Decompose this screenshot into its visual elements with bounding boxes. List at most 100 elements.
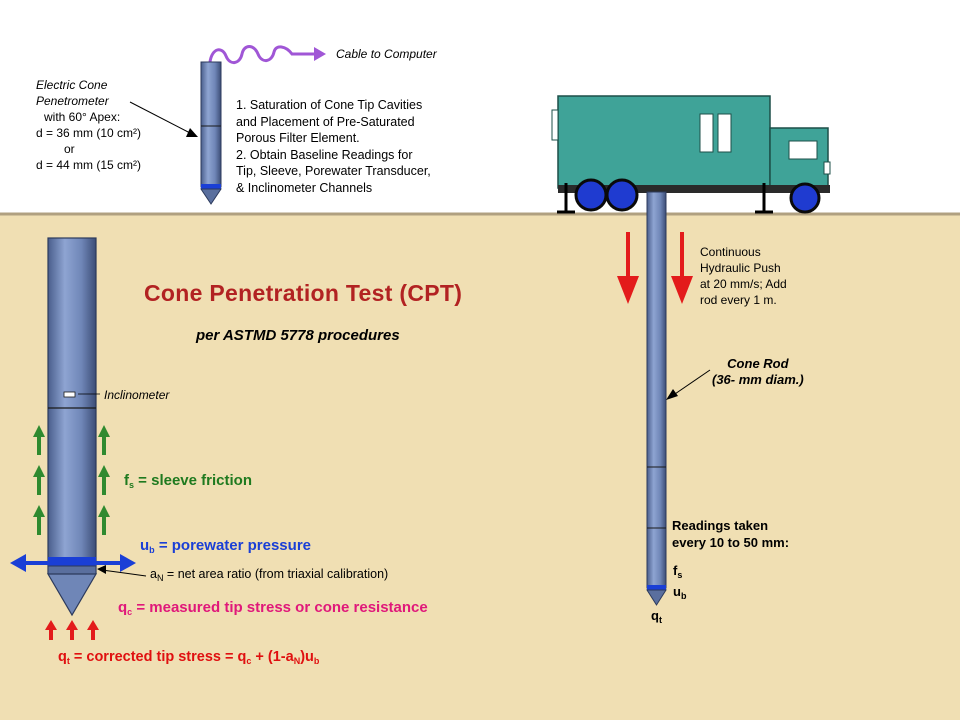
push-line-2: Hydraulic Push (700, 261, 781, 275)
rod-label-leader (671, 369, 711, 397)
fs-arrow-right-1 (98, 425, 110, 455)
push-line-3: at 20 mm/s; Add (700, 277, 787, 291)
corrected-tip-stress-label: qt = corrected tip stress = qc + (1-aN)u… (58, 649, 319, 666)
step-line-5: Tip, Sleeve, Porewater Transducer, (236, 164, 431, 178)
fs-text: = sleeve friction (134, 472, 252, 489)
readings-qt-sub: t (658, 615, 662, 625)
fs-symbol: f (124, 472, 129, 489)
truck-bumper (823, 161, 831, 175)
diagram-subtitle: per ASTMD 5778 procedures (196, 327, 400, 344)
net-area-ratio-label: aN = net area ratio (from triaxial calib… (150, 567, 388, 583)
ub-text: = porewater pressure (154, 537, 311, 554)
qt-symbol: q (58, 649, 67, 665)
fs-arrow-right-2 (98, 465, 110, 495)
truck-cab-window (788, 140, 818, 160)
measured-tip-stress-label: qc = measured tip stress or cone resista… (118, 599, 428, 617)
truck-body (557, 95, 771, 189)
an-symbol: a (150, 567, 157, 581)
readings-ub: ub (673, 584, 686, 601)
truck-chassis (558, 185, 830, 193)
electric-cone-line-2: Penetrometer (36, 94, 109, 108)
electric-cone-line-1: Electric Cone (36, 78, 108, 92)
qt-sub-3: N (293, 656, 301, 666)
electric-cone-line-4: d = 36 mm (10 cm²) (36, 126, 142, 140)
electric-cone-line-3: with 60° Apex: (44, 110, 121, 124)
sleeve-friction-arrows (33, 425, 110, 535)
small-cone-tip (200, 188, 222, 205)
fs-arrow-left-3 (33, 505, 45, 535)
truck-door-window-left (699, 113, 714, 153)
qt-arrow-3 (87, 620, 99, 640)
big-cone-tip (46, 573, 98, 617)
ub-arrow-head-left (10, 554, 26, 572)
fs-arrow-left-1 (33, 425, 45, 455)
fs-sub: s (129, 480, 135, 490)
push-line-1: Continuous (700, 245, 761, 259)
diagram-title: Cone Penetration Test (CPT) (144, 280, 463, 306)
electric-cone-label: Electric Cone Penetrometer with 60° Apex… (36, 77, 141, 173)
inclinometer-marker (63, 391, 76, 398)
qt-sub-2: c (246, 656, 252, 666)
tip-stress-arrows (45, 620, 99, 640)
fs-arrow-right-3 (98, 505, 110, 535)
readings-ub-symbol: u (673, 584, 681, 599)
qc-sub: c (127, 607, 133, 617)
ub-arrow-head-right (120, 554, 136, 572)
ub-sub: b (149, 545, 155, 555)
truck-wheel-1 (574, 178, 608, 212)
big-cone-shoulder (47, 565, 97, 575)
qt-arrow-2 (66, 620, 78, 640)
readings-fs: fs (673, 563, 682, 580)
rod-label-leader-head (666, 389, 678, 400)
readings-label: Readings taken every 10 to 50 mm: (672, 517, 789, 551)
cone-rod-tip (646, 589, 667, 606)
inclinometer-label: Inclinometer (104, 388, 170, 402)
truck-door-window-right (717, 113, 732, 153)
cable-label: Cable to Computer (336, 47, 437, 61)
step-line-6: & Inclinometer Channels (236, 180, 373, 195)
electric-cone-line-5: or (64, 142, 75, 156)
readings-qt: qt (651, 608, 662, 625)
cable-to-computer (208, 45, 316, 64)
readings-fs-symbol: f (673, 563, 678, 578)
push-line-4: rod every 1 m. (700, 293, 777, 307)
soil-ground (0, 214, 960, 720)
cpt-truck (551, 95, 831, 214)
ub-symbol: u (140, 537, 150, 554)
cone-rod-filter (647, 585, 666, 590)
readings-ub-sub: b (680, 591, 687, 601)
porewater-label: ub = porewater pressure (140, 537, 311, 555)
cone-rod-label: Cone Rod (36- mm diam.) (712, 356, 804, 388)
step-line-1: 1. Saturation of Cone Tip Cavities (236, 98, 423, 112)
cable-arrowhead (314, 47, 326, 61)
cone-rod-line-1: Cone Rod (727, 356, 789, 371)
an-leader (101, 569, 147, 577)
step-line-2: and Placement of Pre-Saturated (236, 114, 415, 129)
truck-wheel-3 (789, 182, 821, 214)
qt-text-3: )u (300, 649, 314, 665)
an-sub: N (156, 573, 164, 583)
push-arrow-left-head (617, 276, 639, 304)
an-leader-head (97, 565, 106, 574)
cone-rod-line-2: (36- mm diam.) (712, 372, 804, 387)
cone-rod (646, 191, 667, 589)
qt-text-1: = corrected tip stress = q (69, 649, 247, 665)
procedure-steps: 1. Saturation of Cone Tip Cavities and P… (236, 97, 431, 196)
qt-sub-4: b (313, 656, 320, 666)
truck-mirror (551, 109, 559, 141)
sleeve-friction-label: fs = sleeve friction (124, 472, 252, 490)
push-label: Continuous Hydraulic Push at 20 mm/s; Ad… (700, 244, 787, 308)
big-cone-body (47, 237, 97, 574)
qt-arrow-1 (45, 620, 57, 640)
qt-text-2: + (1-a (251, 649, 294, 665)
small-cone-filter (201, 184, 221, 189)
cone-label-leader (129, 101, 193, 135)
readings-line-2: every 10 to 50 mm: (672, 535, 790, 550)
step-line-3: Porous Filter Element. (236, 131, 360, 145)
qc-symbol: q (118, 599, 128, 616)
electric-cone-line-6: d = 44 mm (15 cm²) (36, 158, 142, 172)
truck-wheel-2 (605, 178, 639, 212)
readings-fs-sub: s (677, 570, 683, 580)
